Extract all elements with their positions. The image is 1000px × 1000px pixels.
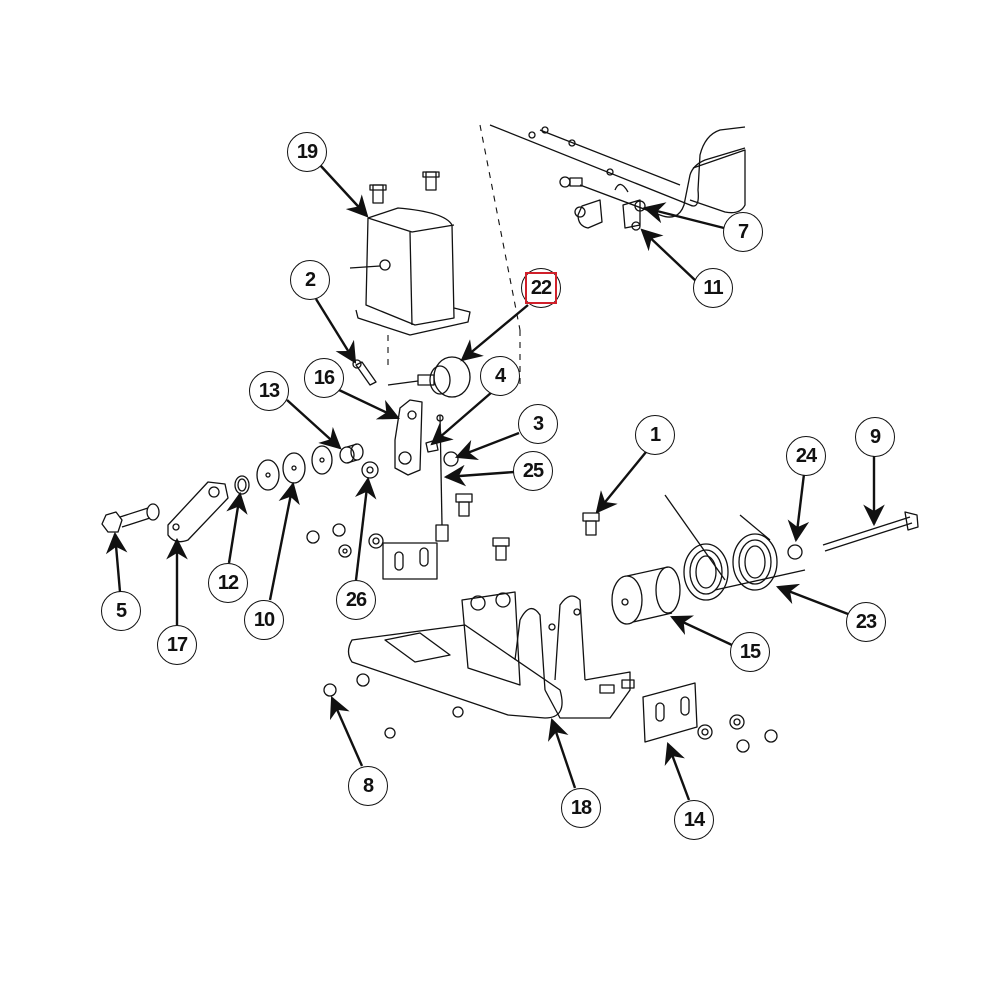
part-3-nut xyxy=(443,451,459,467)
callout-12[interactable]: 12 xyxy=(208,563,248,603)
callout-5[interactable]: 5 xyxy=(101,591,141,631)
part-23-spring xyxy=(664,494,806,601)
part-13-spacer xyxy=(339,443,364,464)
dashed-guide-lines xyxy=(387,124,521,390)
callout-1[interactable]: 1 xyxy=(635,415,675,455)
callout-18[interactable]: 18 xyxy=(561,788,601,828)
hardware-lower xyxy=(323,673,464,739)
callout-3[interactable]: 3 xyxy=(518,404,558,444)
callout-26[interactable]: 26 xyxy=(336,580,376,620)
callout-14[interactable]: 14 xyxy=(674,800,714,840)
callout-2[interactable]: 2 xyxy=(290,260,330,300)
callout-8[interactable]: 8 xyxy=(348,766,388,806)
part-2-pin xyxy=(352,359,377,386)
callout-9[interactable]: 9 xyxy=(855,417,895,457)
part-15-cylinder xyxy=(611,566,681,625)
callout-15[interactable]: 15 xyxy=(730,632,770,672)
part-19-cover xyxy=(349,171,471,336)
part-5-bolt xyxy=(101,503,160,533)
callout-7[interactable]: 7 xyxy=(723,212,763,252)
part-14-plate xyxy=(642,682,778,753)
part-17-link xyxy=(167,481,229,543)
callout-10[interactable]: 10 xyxy=(244,600,284,640)
part-18-base-plate xyxy=(347,591,635,719)
hardware-center xyxy=(306,493,600,580)
callout-22[interactable]: 22 xyxy=(521,268,561,308)
callout-11[interactable]: 11 xyxy=(693,268,733,308)
washers-left xyxy=(234,445,379,495)
leader-arrows xyxy=(105,164,885,801)
part-24-bushing xyxy=(787,544,803,560)
callout-16[interactable]: 16 xyxy=(304,358,344,398)
callout-19[interactable]: 19 xyxy=(287,132,327,172)
part-9-bolt xyxy=(822,511,919,552)
callout-17[interactable]: 17 xyxy=(157,625,197,665)
callout-13[interactable]: 13 xyxy=(249,371,289,411)
part-16-bracket xyxy=(394,399,423,476)
callout-4[interactable]: 4 xyxy=(480,356,520,396)
part-22-switch xyxy=(387,356,471,398)
callout-25[interactable]: 25 xyxy=(513,451,553,491)
callout-24[interactable]: 24 xyxy=(786,436,826,476)
chassis-frame-part xyxy=(489,124,746,231)
callout-23[interactable]: 23 xyxy=(846,602,886,642)
